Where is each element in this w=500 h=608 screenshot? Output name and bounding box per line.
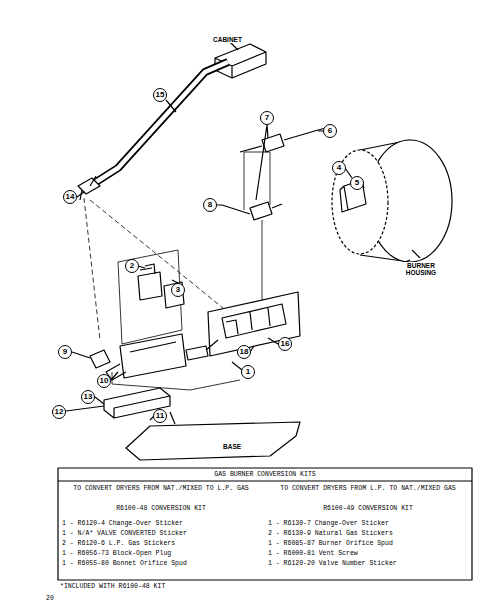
table-cell: 1 - R6056-73 Block-Open Plug (62, 550, 171, 557)
callout-number: 13 (81, 390, 95, 404)
callout-number: 7 (260, 111, 274, 125)
table-border (58, 468, 472, 580)
part-name: BURNER HOUSING (398, 262, 444, 276)
gas-pipe (96, 62, 228, 182)
table-cell: 1 - R6120-20 Valve Number Sticker (268, 560, 397, 567)
callout-number: 2 (125, 259, 139, 273)
callout-number: 9 (58, 345, 72, 359)
callout-number: 5 (350, 176, 364, 190)
callout-number: 3 (171, 283, 185, 297)
callout-number: 6 (323, 124, 337, 138)
callout-number: 4 (332, 161, 346, 175)
page-number: 20 (46, 595, 54, 602)
callout-number: 1 (241, 365, 255, 379)
callout-number: 8 (203, 198, 217, 212)
table-cell: 1 - R6120-4 Change-Over Sticker (62, 520, 183, 527)
table-heading: R6100-49 CONVERSION KIT (270, 505, 466, 512)
inlet-fitting (90, 350, 110, 368)
drawing-stroke (58, 41, 472, 580)
callout-number: 12 (52, 405, 66, 419)
valve-box (112, 372, 240, 390)
component-guide (244, 152, 270, 300)
igniter (222, 202, 282, 220)
table-cell: 1 - R6085-87 Burner Orifice Spud (268, 540, 393, 547)
table-cell: 1 - R6055-80 Bonnet Orifice Spud (62, 560, 187, 567)
table-heading: R6100-48 CONVERSION KIT (66, 505, 256, 512)
burner-housing-front (332, 150, 388, 254)
part-name: CABINET (212, 36, 243, 43)
burner-tube (222, 304, 286, 338)
gas-valve (106, 334, 186, 380)
callout-number: 10 (97, 374, 111, 388)
pipe-fitting (78, 176, 100, 200)
table-heading: GAS BURNER CONVERSION KITS (58, 471, 472, 478)
table-cell: 2 - R6130-9 Natural Gas Stickers (268, 530, 393, 537)
solenoid-coil (138, 264, 162, 300)
callout-number: 11 (153, 409, 167, 423)
callout-number: 16 (278, 337, 292, 351)
gas-pipe-inner (96, 62, 228, 182)
callout-number: 14 (63, 190, 77, 204)
flame-sensor (240, 130, 318, 152)
part-name: BASE (222, 443, 242, 450)
solenoid-coil (164, 282, 184, 308)
callout-number: 18 (237, 345, 251, 359)
footnote: *INCLUDED WITH R6100-48 KIT (60, 583, 165, 590)
callout-number: 15 (153, 88, 167, 102)
table-heading: TO CONVERT DRYERS FROM NAT./MIXED TO L.P… (66, 485, 256, 492)
table-cell: 1 - R6000-81 Vent Screw (268, 550, 358, 557)
base (126, 422, 300, 460)
table-cell: 1 - R6130-7 Change-Over Sticker (268, 520, 389, 527)
table-cell: 1 - N/A* VALVE CONVERTED Sticker (62, 530, 187, 537)
table-rule (58, 480, 472, 481)
leader-line (66, 41, 420, 424)
table-heading: TO CONVERT DRYERS FROM L.P. TO NAT./MIXE… (270, 485, 466, 492)
table-cell: 2 - R6120-6 L.P. Gas Stickers (62, 540, 175, 547)
orifice (186, 340, 218, 360)
